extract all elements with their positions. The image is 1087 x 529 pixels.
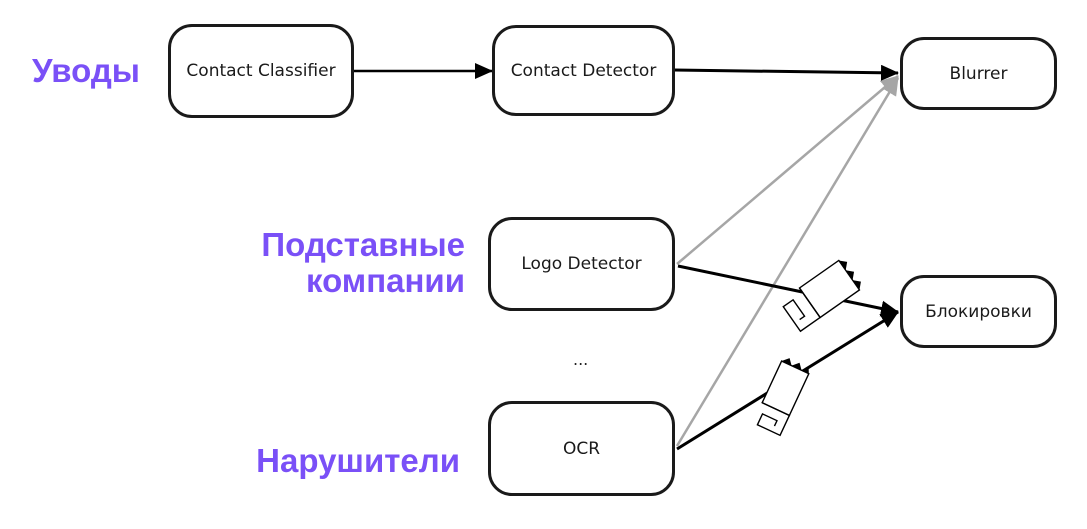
row-label-fake-companies-line1: Подставные bbox=[261, 226, 465, 263]
node-contact-classifier[interactable]: Contact Classifier bbox=[168, 24, 354, 118]
ellipsis-more-nodes: ... bbox=[573, 350, 589, 369]
node-ocr[interactable]: OCR bbox=[488, 401, 675, 496]
node-blocks[interactable]: Блокировки bbox=[900, 275, 1057, 348]
edge-logo-detector-to-blocks bbox=[677, 264, 899, 317]
edge-contact-detector-to-blurrer bbox=[673, 64, 899, 81]
node-contact-detector[interactable]: Contact Detector bbox=[492, 25, 675, 116]
edge-ocr-to-blurrer bbox=[675, 77, 900, 447]
key-icon bbox=[782, 259, 861, 333]
row-label-violators: Нарушители bbox=[256, 442, 460, 479]
node-blurrer[interactable]: Blurrer bbox=[900, 37, 1057, 110]
edge-logo-detector-to-blurrer bbox=[676, 75, 899, 265]
row-label-uvody: Уводы bbox=[32, 52, 140, 89]
node-logo-detector[interactable]: Logo Detector bbox=[488, 217, 675, 311]
key-icon bbox=[756, 358, 810, 437]
row-label-fake-companies-line2: компании bbox=[305, 262, 465, 299]
